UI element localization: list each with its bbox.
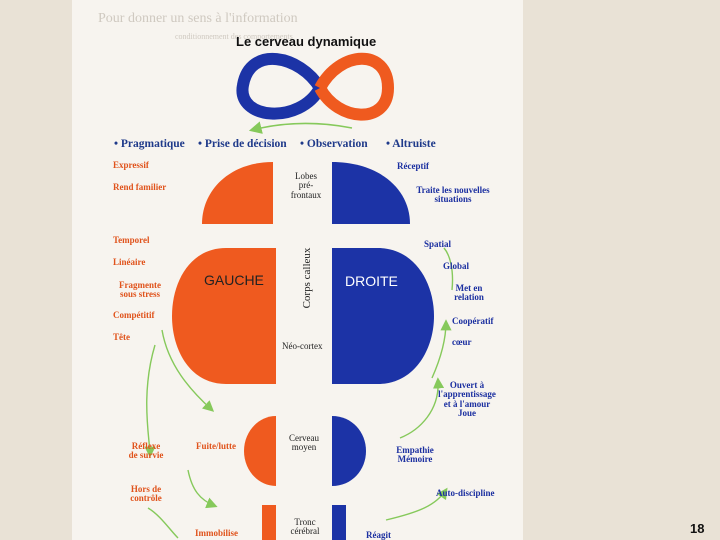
- label-lobes-prefrontaux: Lobes pré- frontaux: [290, 171, 322, 200]
- label-reagit: Réagit: [366, 530, 391, 540]
- label-auto-discipline: Auto-discipline: [436, 488, 495, 498]
- label-corps-calleux: Corps calleux: [301, 247, 313, 309]
- label-reflexe: Réflexe de survie: [128, 441, 164, 461]
- label-empathie-memoire: Empathie Mémoire: [396, 445, 434, 465]
- left-midbrain: [244, 416, 276, 486]
- label-immobilise: Immobilise: [195, 528, 239, 538]
- label-fuite-lutte: Fuite/lutte: [196, 441, 236, 451]
- flow-arrows: [144, 247, 454, 539]
- right-margin: [523, 0, 720, 540]
- label-gauche: GAUCHE: [204, 272, 264, 288]
- mode-altruiste: • Altruiste: [386, 138, 436, 150]
- label-tete: Tête: [113, 332, 130, 342]
- right-hemisphere: [332, 248, 434, 384]
- right-prefrontal-lobe: [332, 162, 410, 224]
- label-expressif: Expressif: [113, 160, 149, 170]
- label-competitif: Compétitif: [113, 310, 155, 320]
- label-hors-de-controle: Hors de contrôle: [130, 484, 162, 504]
- mode-observation: • Observation: [300, 138, 368, 150]
- label-fragmente: Fragmente sous stress: [119, 280, 161, 300]
- diagram-title: Le cerveau dynamique: [236, 34, 377, 49]
- left-hemisphere: [172, 248, 276, 384]
- label-temporel: Temporel: [113, 235, 150, 245]
- left-brain-stem: [262, 505, 276, 540]
- label-cerveau-moyen: Cerveau moyen: [289, 433, 319, 453]
- mode-prise-de-decision: • Prise de décision: [198, 138, 287, 150]
- label-global: Global: [443, 261, 470, 271]
- label-droite: DROITE: [345, 273, 398, 289]
- label-spatial: Spatial: [424, 239, 452, 249]
- label-neo-cortex: Néo-cortex: [282, 341, 323, 351]
- faded-heading: Pour donner un sens à l'information: [98, 11, 298, 26]
- page-number: 18: [690, 521, 705, 536]
- label-ouvert: Ouvert à l'apprentissage et à l'amour Jo…: [438, 380, 496, 419]
- faded-subheading: conditionnement des comportements: [175, 32, 293, 41]
- left-prefrontal-lobe: [202, 162, 273, 224]
- label-met-en-relation: Met en relation: [454, 283, 484, 303]
- label-lineaire: Linéaire: [113, 257, 146, 267]
- label-rend-familier: Rend familier: [113, 182, 167, 192]
- label-cooperatif: Coopératif: [452, 316, 494, 326]
- left-margin: [0, 0, 72, 540]
- label-receptif: Réceptif: [397, 161, 429, 171]
- label-traite: Traite les nouvelles situations: [416, 185, 490, 205]
- top-cycle-arrow: [248, 121, 353, 134]
- mode-pragmatique: • Pragmatique: [114, 138, 185, 150]
- right-brain-stem: [332, 505, 346, 540]
- right-midbrain: [332, 416, 366, 486]
- label-coeur: cœur: [452, 337, 472, 347]
- infinity-logo: [236, 52, 395, 121]
- label-tronc-cerebral: Tronc cérébral: [290, 517, 320, 537]
